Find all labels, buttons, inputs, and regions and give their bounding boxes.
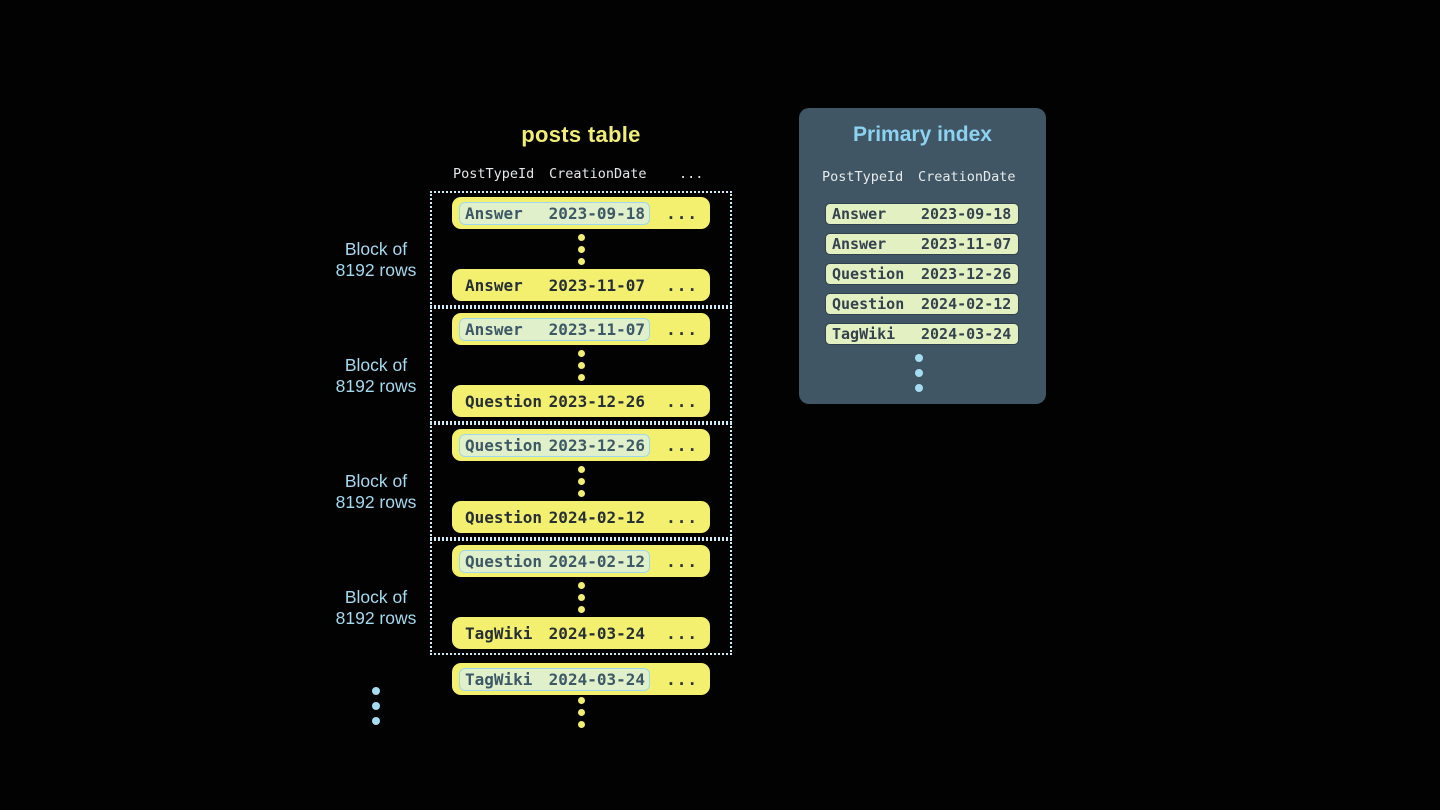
cell-posttypeid: Question bbox=[465, 435, 543, 455]
ellipsis-dots-icon bbox=[578, 697, 585, 728]
row-key: Answer 2023-11-07 bbox=[459, 274, 650, 297]
column-header-posttypeid: PostTypeId bbox=[822, 169, 904, 185]
more-blocks-dots-icon bbox=[372, 687, 380, 725]
row-key-highlight: Question 2024-02-12 bbox=[459, 549, 650, 573]
cell-posttypeid: Question bbox=[832, 265, 905, 283]
cell-more: ... bbox=[666, 203, 698, 223]
cell-creationdate: 2024-02-12 bbox=[548, 507, 645, 527]
index-entry: Question 2024-02-12 bbox=[825, 293, 1019, 315]
primary-index-column-headers: PostTypeId CreationDate bbox=[799, 169, 1046, 187]
posts-table-blocks: Answer 2023-09-18 ... Answer 2023-11-07 … bbox=[430, 191, 732, 655]
ellipsis-dots-icon bbox=[577, 233, 585, 265]
cell-more: ... bbox=[666, 507, 698, 527]
row-key: TagWiki 2024-03-24 bbox=[459, 622, 650, 645]
posts-table-column-headers: PostTypeId CreationDate ... bbox=[430, 166, 732, 184]
table-row: Answer 2023-11-07 ... bbox=[452, 269, 710, 301]
column-header-posttypeid: PostTypeId bbox=[453, 166, 535, 182]
index-entry: Question 2023-12-26 bbox=[825, 263, 1019, 285]
cell-posttypeid: Answer bbox=[465, 319, 523, 339]
cell-creationdate: 2024-02-12 bbox=[921, 295, 1012, 313]
row-key: Question 2024-02-12 bbox=[459, 506, 650, 529]
row-key-highlight: Answer 2023-11-07 bbox=[459, 317, 650, 341]
cell-posttypeid: TagWiki bbox=[465, 669, 533, 689]
cell-more: ... bbox=[666, 391, 698, 411]
row-key: Question 2023-12-26 bbox=[459, 390, 650, 413]
cell-more: ... bbox=[666, 551, 698, 571]
table-row: Answer 2023-11-07 ... bbox=[452, 313, 710, 345]
cell-posttypeid: Question bbox=[465, 507, 543, 527]
cell-creationdate: 2023-09-18 bbox=[921, 205, 1012, 223]
cell-creationdate: 2023-11-07 bbox=[921, 235, 1012, 253]
column-header-creationdate: CreationDate bbox=[918, 169, 1016, 185]
cell-creationdate: 2023-12-26 bbox=[548, 391, 645, 411]
block-size-label: Block of 8192 rows bbox=[335, 355, 417, 396]
block-size-label: Block of 8192 rows bbox=[335, 587, 417, 628]
block-1: Answer 2023-09-18 ... Answer 2023-11-07 … bbox=[430, 191, 732, 307]
cell-posttypeid: TagWiki bbox=[832, 325, 896, 343]
cell-posttypeid: Question bbox=[465, 551, 543, 571]
cell-more: ... bbox=[666, 275, 698, 295]
more-entries-dots-icon bbox=[915, 354, 923, 392]
cell-posttypeid: Answer bbox=[465, 275, 523, 295]
cell-posttypeid: Answer bbox=[465, 203, 523, 223]
cell-creationdate: 2023-12-26 bbox=[548, 435, 645, 455]
index-entry: TagWiki 2024-03-24 bbox=[825, 323, 1019, 345]
table-row: Answer 2023-09-18 ... bbox=[452, 197, 710, 229]
block-size-label: Block of 8192 rows bbox=[335, 239, 417, 280]
primary-index-title: Primary index bbox=[853, 123, 992, 146]
cell-more: ... bbox=[666, 669, 698, 689]
cell-creationdate: 2024-03-24 bbox=[548, 623, 645, 643]
cell-posttypeid: Question bbox=[465, 391, 543, 411]
table-row: Question 2023-12-26 ... bbox=[452, 385, 710, 417]
index-entry: Answer 2023-09-18 bbox=[825, 203, 1019, 225]
index-entry: Answer 2023-11-07 bbox=[825, 233, 1019, 255]
block-2: Answer 2023-11-07 ... Question 2023-12-2… bbox=[430, 307, 732, 423]
primary-index-rows: Answer 2023-09-18 Answer 2023-11-07 Ques… bbox=[825, 203, 1019, 353]
cell-more: ... bbox=[666, 435, 698, 455]
ellipsis-dots-icon bbox=[577, 465, 585, 497]
table-row: TagWiki 2024-03-24 ... bbox=[452, 617, 710, 649]
table-row: Question 2024-02-12 ... bbox=[452, 501, 710, 533]
column-header-creationdate: CreationDate bbox=[549, 166, 647, 182]
cell-creationdate: 2023-11-07 bbox=[548, 319, 645, 339]
cell-creationdate: 2023-09-18 bbox=[548, 203, 645, 223]
cell-creationdate: 2024-03-24 bbox=[921, 325, 1012, 343]
block-4: Question 2024-02-12 ... TagWiki 2024-03-… bbox=[430, 539, 732, 655]
cell-creationdate: 2023-12-26 bbox=[921, 265, 1012, 283]
cell-posttypeid: Question bbox=[832, 295, 905, 313]
ellipsis-dots-icon bbox=[577, 581, 585, 613]
posts-table-title: posts table bbox=[521, 122, 641, 147]
ellipsis-dots-icon bbox=[577, 349, 585, 381]
table-row: Question 2023-12-26 ... bbox=[452, 429, 710, 461]
cell-posttypeid: Answer bbox=[832, 205, 887, 223]
cell-more: ... bbox=[666, 623, 698, 643]
cell-posttypeid: Answer bbox=[832, 235, 887, 253]
row-key-highlight: Question 2023-12-26 bbox=[459, 433, 650, 457]
cell-creationdate: 2024-02-12 bbox=[548, 551, 645, 571]
cell-creationdate: 2024-03-24 bbox=[548, 669, 645, 689]
primary-index-panel: Primary index PostTypeId CreationDate An… bbox=[799, 108, 1046, 404]
table-row: Question 2024-02-12 ... bbox=[452, 545, 710, 577]
cell-more: ... bbox=[666, 319, 698, 339]
row-key-highlight: Answer 2023-09-18 bbox=[459, 201, 650, 225]
row-key-highlight: TagWiki 2024-03-24 bbox=[459, 667, 650, 691]
column-header-more: ... bbox=[679, 166, 704, 182]
cell-creationdate: 2023-11-07 bbox=[548, 275, 645, 295]
block-3: Question 2023-12-26 ... Question 2024-02… bbox=[430, 423, 732, 539]
block-size-label: Block of 8192 rows bbox=[335, 471, 417, 512]
cell-posttypeid: TagWiki bbox=[465, 623, 533, 643]
next-block-first-row: TagWiki 2024-03-24 ... bbox=[452, 663, 710, 695]
